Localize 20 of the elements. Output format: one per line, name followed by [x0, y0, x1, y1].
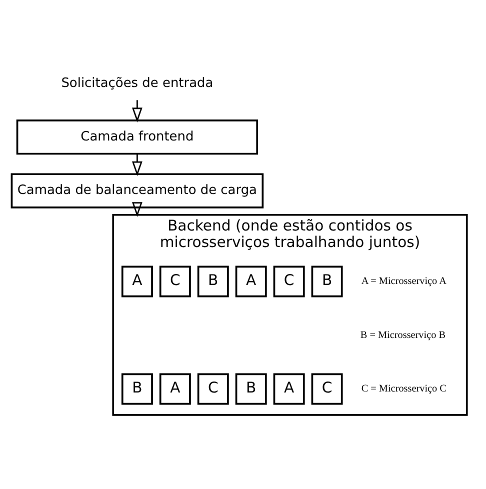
arrow: [132, 100, 142, 123]
node-box: A: [159, 373, 191, 405]
node-box: C: [273, 266, 305, 298]
node-box: A: [235, 266, 267, 298]
label: A = Microsserviço A: [361, 276, 446, 288]
node-box: A: [273, 373, 305, 405]
node-box: B: [121, 373, 153, 405]
node-box: Camada frontend: [16, 120, 258, 155]
node-box: A: [121, 266, 153, 298]
node-box: B: [197, 266, 229, 298]
node-box: C: [311, 373, 343, 405]
node-box: B: [235, 373, 267, 405]
label: B = Microsserviço B: [360, 330, 446, 341]
node-box: B: [311, 266, 343, 298]
arrow: [132, 202, 142, 217]
node-text: Solicitações de entrada: [61, 76, 214, 91]
arrow: [132, 154, 142, 176]
node-box: C: [159, 266, 191, 298]
node-box: C: [197, 373, 229, 405]
label: C = Microsserviço C: [361, 384, 446, 395]
